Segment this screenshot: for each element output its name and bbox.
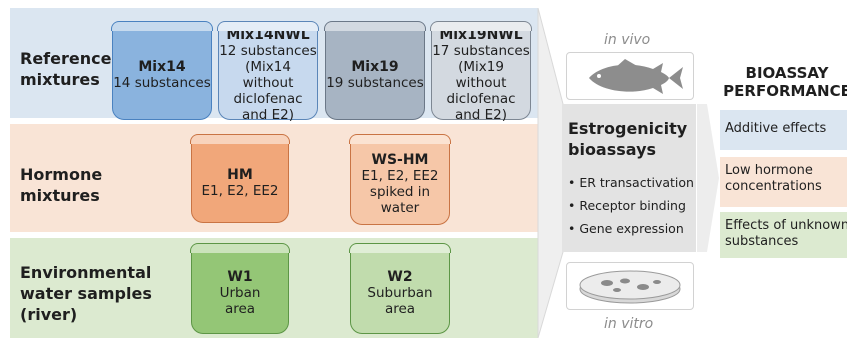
fish-image <box>566 52 694 100</box>
container-rim <box>190 134 290 144</box>
container-rim <box>430 21 532 31</box>
w2-container: W2 Suburban area <box>349 243 451 334</box>
bioassay-performance-title: BIOASSAY PERFORMANCE <box>723 64 847 100</box>
arrow-icon <box>697 104 719 252</box>
w1-container: W1 Urban area <box>190 243 290 334</box>
in-vitro-caption: in vitro <box>604 316 654 332</box>
hormone-label: Hormone mixtures <box>20 165 103 205</box>
estrogenicity-title: Estrogenicity bioassays <box>568 119 688 159</box>
petri-dish-icon <box>579 270 681 304</box>
bullet-gene-expression: • Gene expression <box>568 221 684 236</box>
mix14-container: Mix14 14 substances <box>111 21 213 120</box>
estrogenicity-panel <box>562 104 696 252</box>
reference-label: Reference mixtures <box>20 49 112 89</box>
container-rim <box>349 134 451 144</box>
performance-additive-effects: Additive effects <box>720 110 847 150</box>
container-rim <box>349 243 451 253</box>
mix14nwl-container: Mix14NWL 12 substances (Mix14 without di… <box>217 21 319 123</box>
container-rim <box>217 21 319 31</box>
environmental-label: Environmental water samples (river) <box>20 263 152 324</box>
performance-low-hormone: Low hormone concentrations <box>720 157 847 207</box>
bullet-receptor-binding: • Receptor binding <box>568 198 686 213</box>
hm-container: HM E1, E2, EE2 <box>190 134 290 223</box>
ws-hm-container: WS-HM E1, E2, EE2 spiked in water <box>349 134 451 225</box>
container-rim <box>324 21 426 31</box>
fish-icon <box>589 59 683 94</box>
container-rim <box>111 21 213 31</box>
bullet-er-transactivation: • ER transactivation <box>568 175 694 190</box>
in-vivo-caption: in vivo <box>604 32 651 48</box>
petri-dish-image <box>566 262 694 310</box>
performance-unknown-substances: Effects of unknown substances <box>720 212 847 258</box>
mix19-container: Mix19 19 substances <box>324 21 426 120</box>
mix19nwl-container: Mix19NWL 17 substances (Mix19 without di… <box>430 21 532 123</box>
container-rim <box>190 243 290 253</box>
funnel-connector <box>537 8 564 338</box>
